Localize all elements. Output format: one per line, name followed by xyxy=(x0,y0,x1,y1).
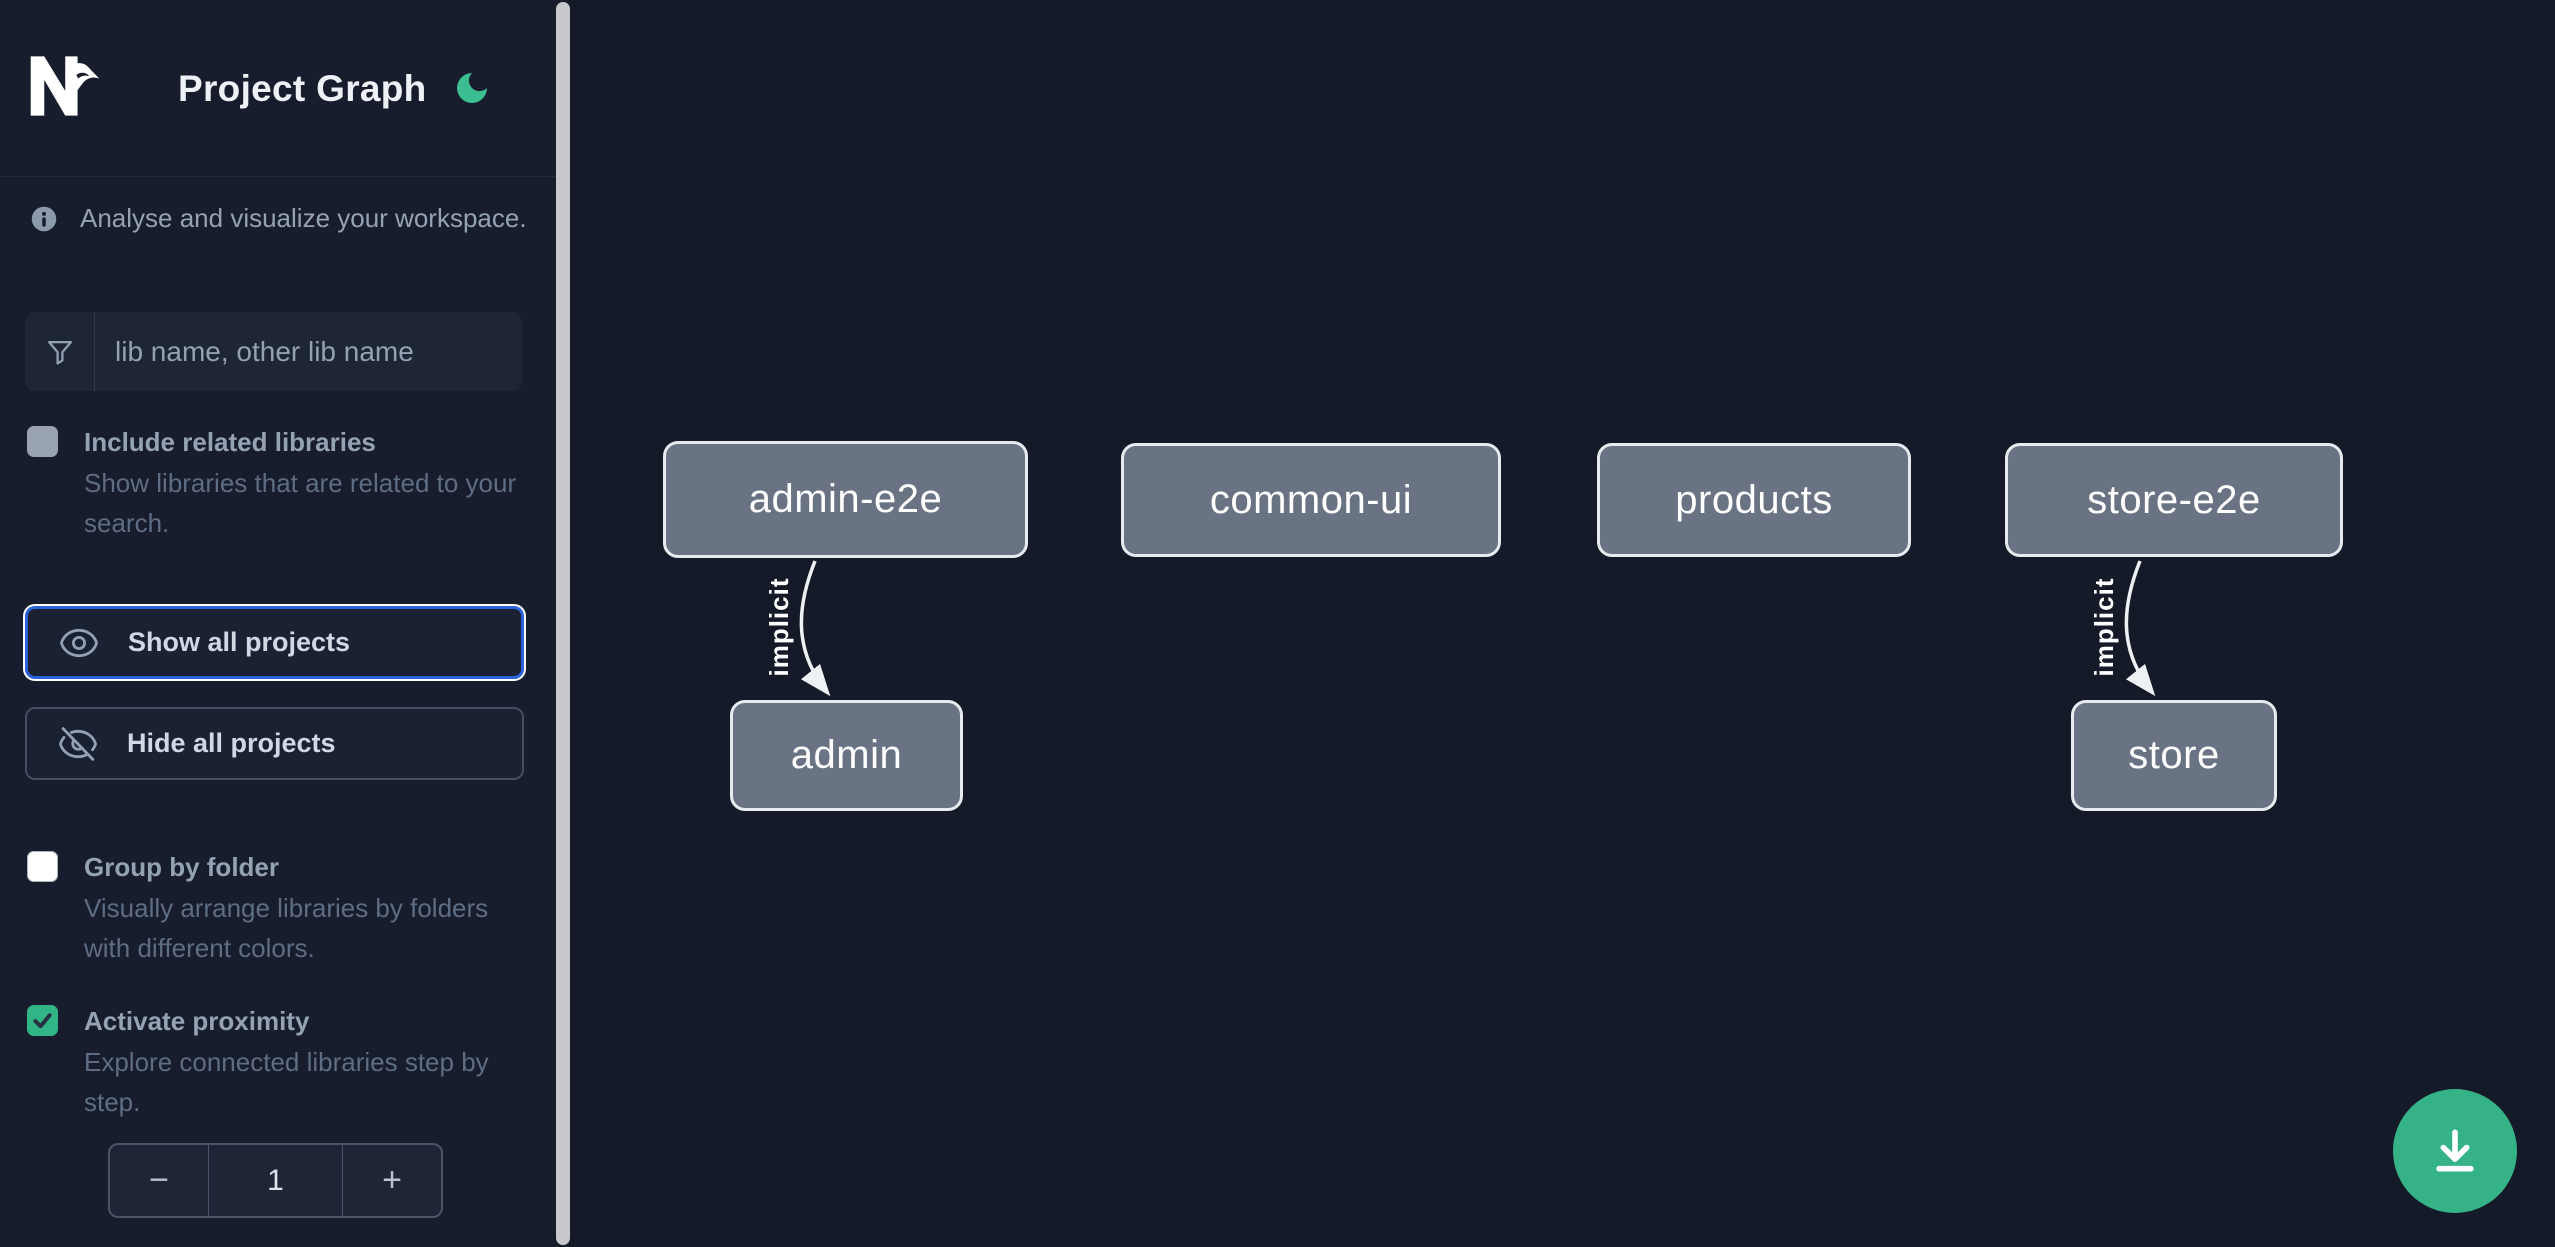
include-related-checkbox[interactable] xyxy=(27,426,58,457)
stepper-value: 1 xyxy=(267,1163,284,1197)
group-by-folder-checkbox[interactable] xyxy=(27,851,58,882)
sidebar-scrollbar[interactable] xyxy=(556,2,570,1245)
show-all-projects-button[interactable]: Show all projects xyxy=(25,606,524,679)
graph-canvas[interactable]: implicit implicit admin-e2e common-ui produ… xyxy=(569,0,2555,1247)
option-label: Include related libraries xyxy=(84,427,376,457)
info-text: Analyse and visualize your workspace. xyxy=(80,203,527,233)
graph-node-store-e2e[interactable]: store-e2e xyxy=(2005,443,2343,557)
proximity-stepper: − 1 + xyxy=(108,1143,443,1218)
graph-node-products[interactable]: products xyxy=(1597,443,1911,557)
graph-edges-layer: implicit implicit xyxy=(762,560,2156,697)
option-label: Activate proximity xyxy=(84,1006,310,1036)
funnel-icon xyxy=(47,340,72,365)
activate-proximity-checkbox[interactable] xyxy=(27,1005,58,1036)
option-description: Explore connected libraries step by step… xyxy=(84,1047,489,1117)
nx-logo-icon xyxy=(30,56,100,116)
increment-button[interactable]: + xyxy=(342,1145,441,1216)
graph-node-store[interactable]: store xyxy=(2071,700,2277,811)
option-label: Group by folder xyxy=(84,852,279,882)
download-button[interactable] xyxy=(2393,1089,2517,1213)
option-description: Show libraries that are related to your … xyxy=(84,468,517,538)
graph-node-admin-e2e[interactable]: admin-e2e xyxy=(663,441,1028,558)
page-title: Project Graph xyxy=(178,68,427,109)
option-description: Visually arrange libraries by folders wi… xyxy=(84,893,489,963)
decrement-button[interactable]: − xyxy=(110,1145,209,1216)
button-label: Show all projects xyxy=(128,627,351,657)
edge-store-e2e-store xyxy=(2124,560,2156,697)
eye-off-icon xyxy=(59,726,97,761)
funnel-icon-cell xyxy=(25,312,95,391)
option-include-related: Include related libraries Show libraries… xyxy=(27,424,527,543)
workspace-info: Analyse and visualize your workspace. xyxy=(30,203,527,234)
moon-icon[interactable] xyxy=(452,68,492,108)
search-input[interactable] xyxy=(95,312,522,391)
sidebar: Project Graph Analyse and visualize your… xyxy=(0,0,569,1247)
edge-admin-e2e-admin xyxy=(799,560,831,697)
button-label: Hide all projects xyxy=(127,728,336,758)
hide-all-projects-button[interactable]: Hide all projects xyxy=(25,707,524,780)
eye-icon xyxy=(60,628,98,657)
graph-node-common-ui[interactable]: common-ui xyxy=(1121,443,1501,557)
edge-label: implicit xyxy=(2089,577,2119,676)
option-group-by-folder: Group by folder Visually arrange librari… xyxy=(27,849,527,968)
edge-label: implicit xyxy=(764,577,794,676)
graph-node-admin[interactable]: admin xyxy=(730,700,963,811)
sidebar-header: Project Graph xyxy=(0,0,569,177)
option-activate-proximity: Activate proximity Explore connected lib… xyxy=(27,1003,527,1122)
info-icon xyxy=(31,206,57,231)
search-box xyxy=(25,312,522,391)
check-icon xyxy=(33,1013,52,1029)
download-icon xyxy=(2436,1129,2474,1172)
